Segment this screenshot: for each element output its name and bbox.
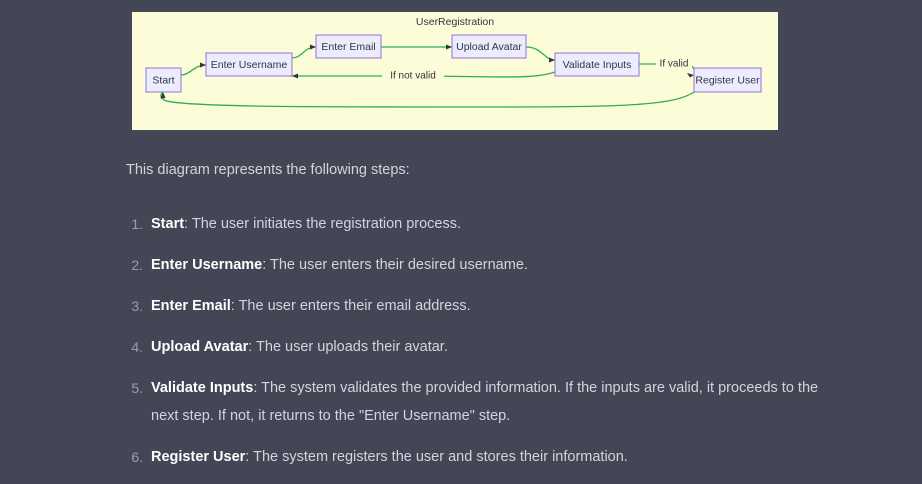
node-validate-inputs-label: Validate Inputs	[563, 59, 632, 71]
explanation-section: This diagram represents the following st…	[126, 160, 826, 484]
node-validate-inputs[interactable]: Validate Inputs	[554, 52, 640, 77]
list-item-description: : The user uploads their avatar.	[248, 339, 448, 355]
list-item: 1. Start: The user initiates the registr…	[126, 210, 826, 238]
arrowhead-register-to-start	[160, 92, 166, 99]
node-upload-avatar[interactable]: Upload Avatar	[451, 34, 527, 59]
edge-label-if-not-valid: If not valid	[390, 71, 436, 82]
list-item-term: Validate Inputs	[151, 380, 254, 396]
arrowhead-username-to-email	[310, 44, 316, 50]
list-item-term: Start	[151, 216, 185, 232]
node-enter-email-label: Enter Email	[321, 41, 375, 53]
arrowhead-validate-to-username-invalid	[292, 73, 298, 79]
edge-username-to-email	[291, 46, 317, 59]
node-enter-username-label: Enter Username	[211, 59, 288, 71]
list-item: 6. Register User: The system registers t…	[126, 443, 826, 471]
list-item: 2. Enter Username: The user enters their…	[126, 251, 826, 279]
list-item-number: 1.	[131, 216, 143, 232]
edge-label-if-valid: If valid	[660, 59, 689, 70]
arrowhead-start-to-username	[200, 62, 206, 68]
list-item-description: : The user enters their email address.	[230, 298, 471, 314]
node-start[interactable]: Start	[145, 67, 182, 93]
intro-paragraph: This diagram represents the following st…	[126, 162, 410, 178]
node-start-label: Start	[152, 74, 174, 86]
diagram-title: UserRegistration	[416, 16, 494, 28]
list-item-description: : The user initiates the registration pr…	[184, 216, 462, 232]
arrowhead-validate-to-register-valid	[687, 73, 694, 78]
diagram-canvas: UserRegistration If not valid If valid S…	[145, 16, 762, 108]
edge-label-background-if-valid	[656, 58, 692, 71]
node-enter-username[interactable]: Enter Username	[205, 52, 293, 77]
list-item-term: Upload Avatar	[151, 339, 249, 355]
list-item-description: : The system validates the provided info…	[151, 380, 819, 424]
arrowhead-email-to-avatar	[446, 44, 452, 50]
list-item-number: 3.	[131, 298, 143, 314]
node-enter-email[interactable]: Enter Email	[315, 34, 382, 59]
list-item-term: Register User	[151, 449, 246, 465]
list-item-number: 5.	[131, 380, 143, 396]
list-item-description: : The user enters their desired username…	[262, 257, 528, 273]
arrowhead-avatar-to-validate	[549, 57, 555, 63]
list-item: 3. Enter Email: The user enters their em…	[126, 292, 826, 320]
steps-list: 1. Start: The user initiates the registr…	[126, 210, 826, 471]
edge-register-to-start	[160, 91, 695, 108]
list-item-number: 6.	[131, 449, 143, 465]
edge-label-background-if-not-valid	[382, 69, 444, 82]
node-register-user-label: Register User	[695, 74, 760, 86]
list-item: 4. Upload Avatar: The user uploads their…	[126, 333, 826, 361]
edge-avatar-to-validate	[525, 46, 556, 61]
node-upload-avatar-label: Upload Avatar	[456, 41, 522, 53]
list-item-term: Enter Email	[151, 298, 231, 314]
list-item-number: 4.	[131, 339, 143, 355]
node-register-user[interactable]: Register User	[693, 67, 762, 93]
list-item-number: 2.	[131, 257, 143, 273]
list-item: 5. Validate Inputs: The system validates…	[126, 374, 826, 430]
list-item-description: : The system registers the user and stor…	[245, 449, 628, 465]
mermaid-diagram-panel: UserRegistration If not valid If valid S…	[132, 12, 778, 130]
list-item-term: Enter Username	[151, 257, 263, 273]
